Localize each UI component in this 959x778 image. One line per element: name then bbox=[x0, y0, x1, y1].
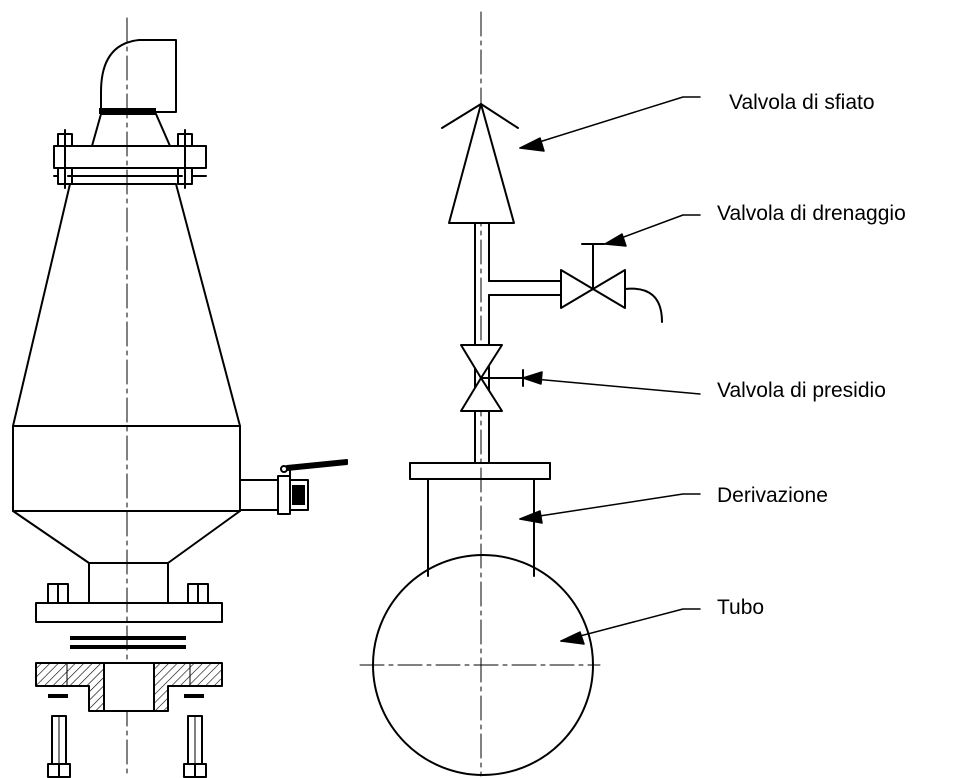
top-elbow bbox=[99, 39, 177, 114]
label-drain-valve: Valvola di drenaggio bbox=[717, 202, 906, 225]
air-release-assembly bbox=[12, 17, 348, 778]
top-flange bbox=[53, 129, 207, 189]
bottom-bolts bbox=[47, 694, 207, 778]
gasket bbox=[70, 636, 186, 649]
valve-schematic bbox=[359, 11, 701, 777]
vent-valve-symbol bbox=[441, 103, 519, 224]
drain-branch bbox=[488, 243, 663, 323]
outlet-neck bbox=[88, 562, 169, 604]
label-vent-valve: Valvola di sfiato bbox=[729, 91, 875, 114]
side-ball-valve bbox=[239, 459, 348, 515]
branch-neck bbox=[409, 462, 551, 577]
label-guard-valve: Valvola di presidio bbox=[717, 379, 886, 402]
riser-pipe bbox=[474, 222, 490, 464]
guard-valve-symbol bbox=[460, 344, 524, 412]
label-branch: Derivazione bbox=[717, 484, 828, 507]
mating-flange bbox=[35, 662, 223, 712]
top-reducer bbox=[91, 113, 171, 147]
leader-lines bbox=[519, 96, 701, 645]
label-pipe: Tubo bbox=[717, 596, 765, 619]
bottom-flange bbox=[35, 583, 223, 623]
